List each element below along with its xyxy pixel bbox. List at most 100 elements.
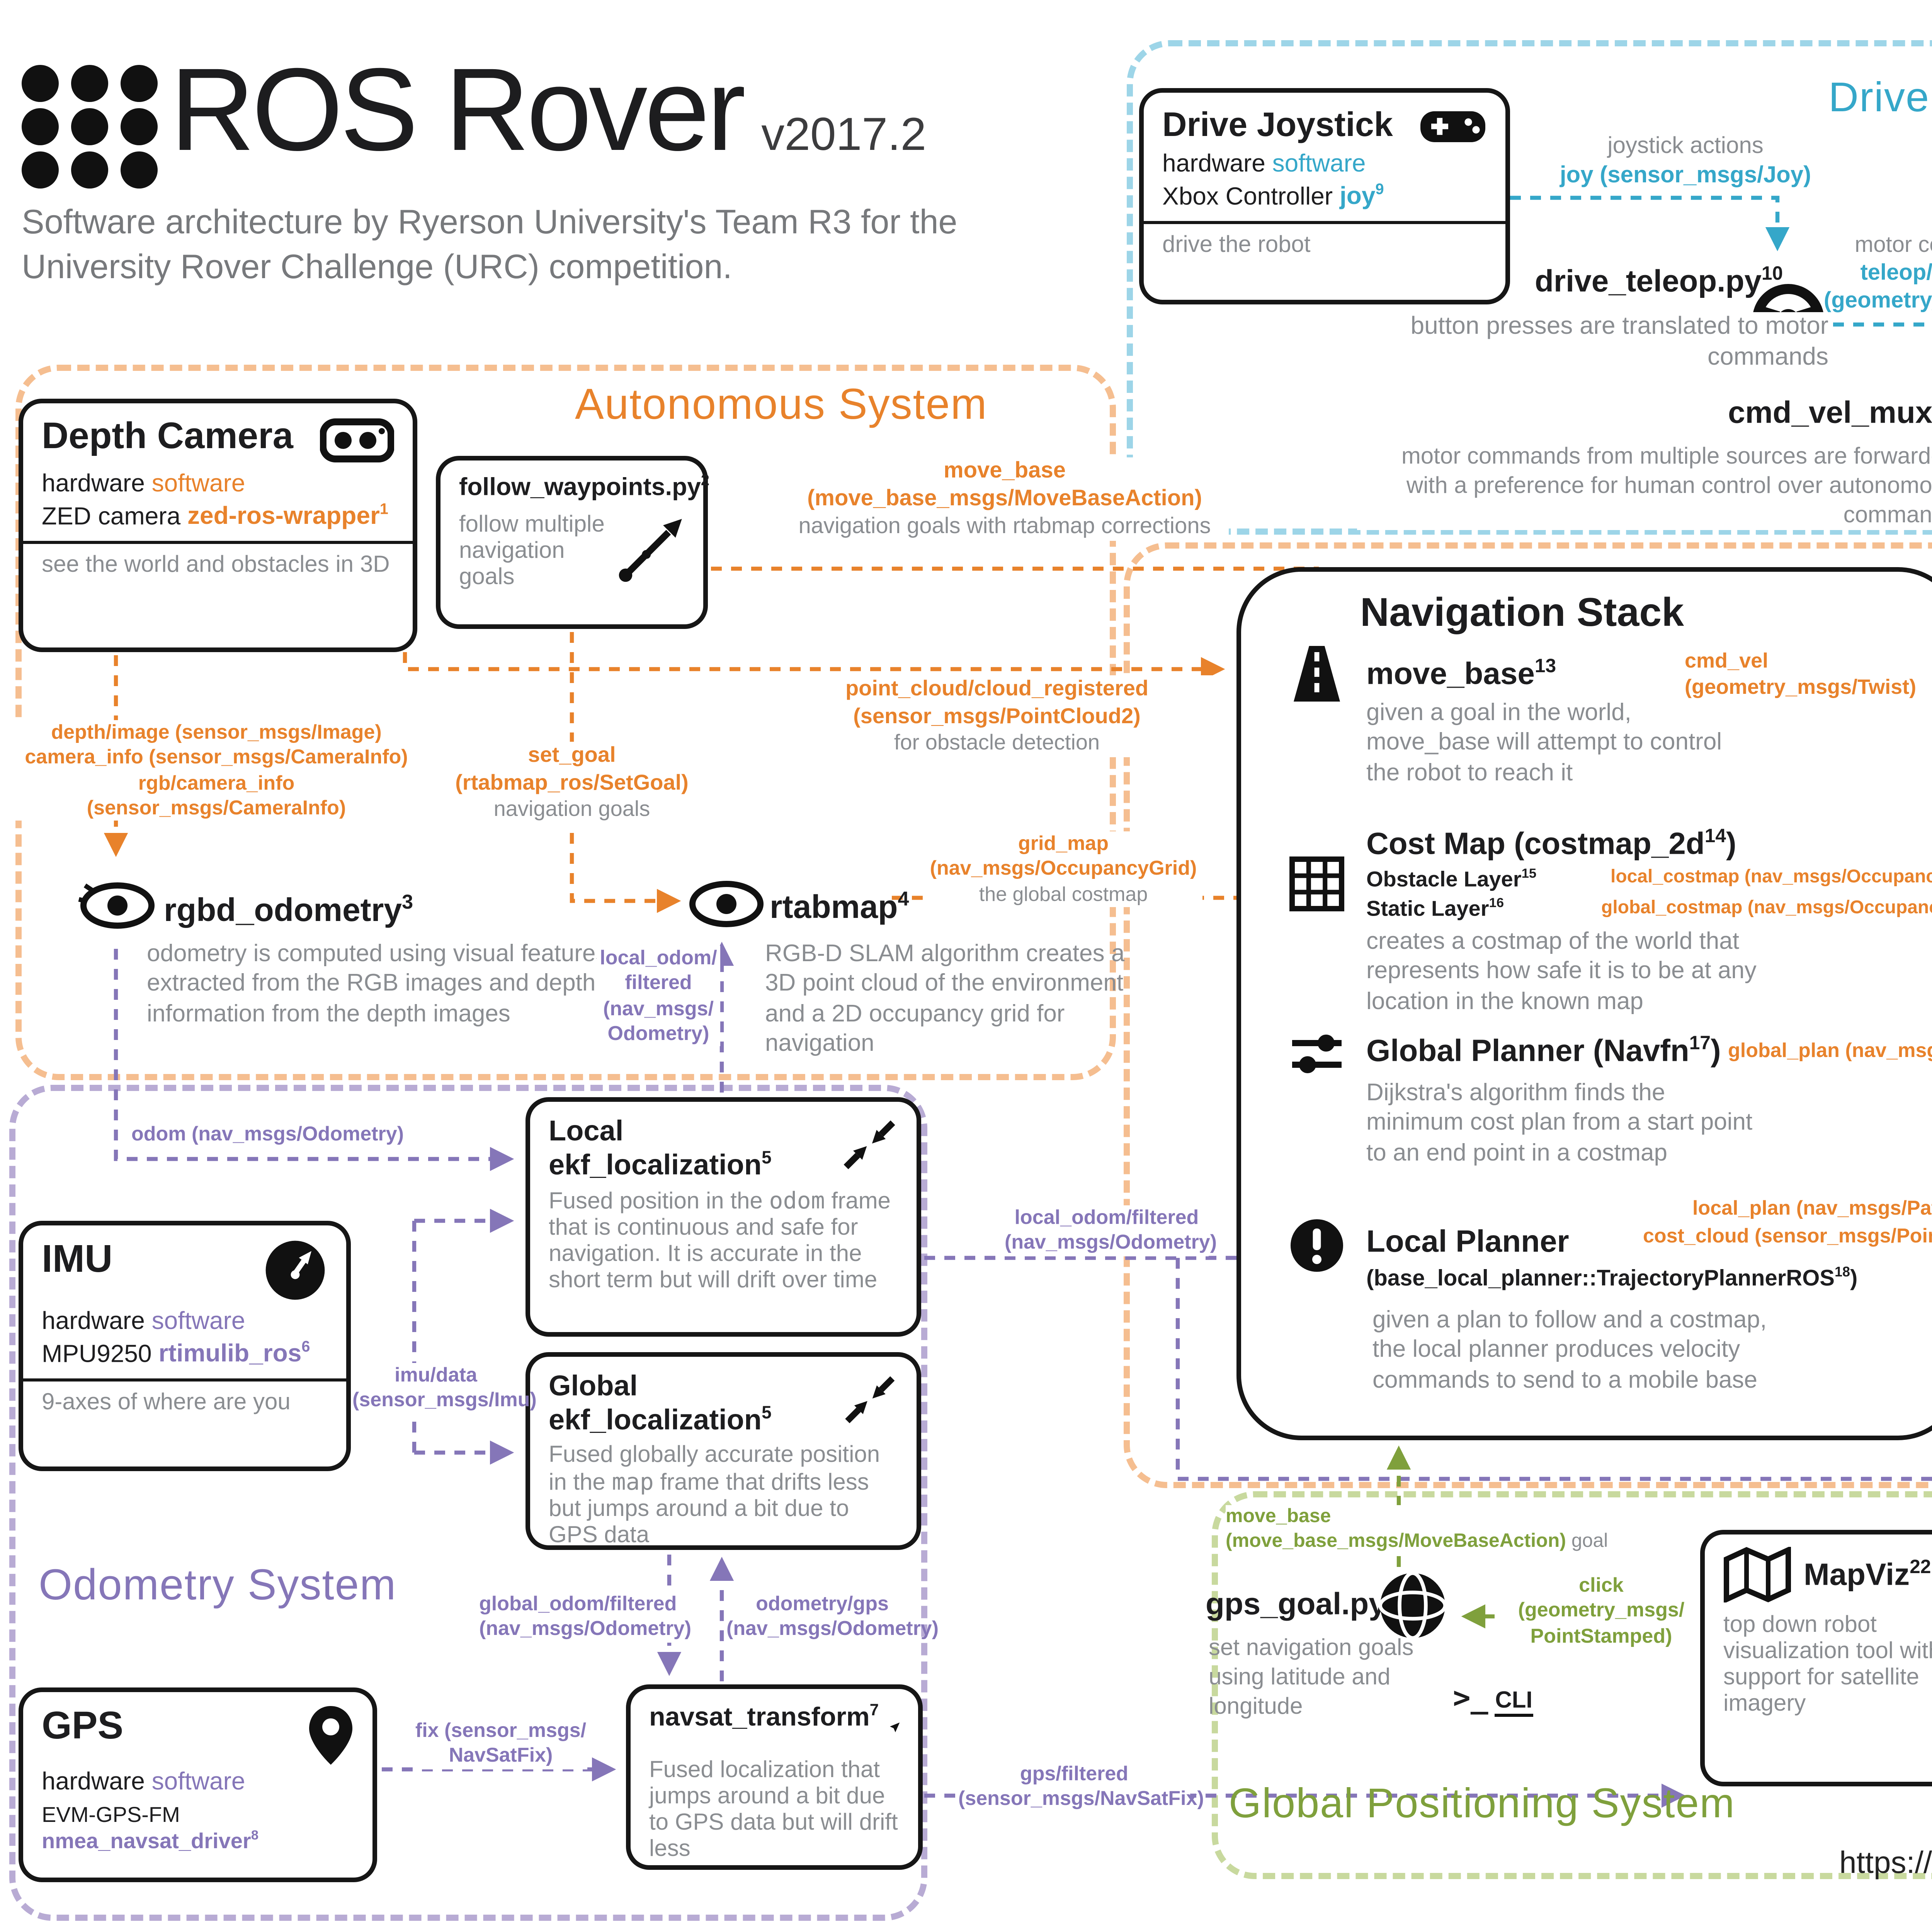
- arrow-pointcloud-to-movebase: [403, 652, 1225, 681]
- move-base-action-label: move_base (move_base_msgs/MoveBaseAction…: [781, 457, 1229, 542]
- grid-map-label: grid_map (nav_msgs/OccupancyGrid) the gl…: [924, 831, 1202, 907]
- local-odom-filtered-label: local_odom/filtered (nav_msgs/Odometry): [1005, 1205, 1217, 1256]
- ros-logo-icon: [22, 65, 158, 189]
- joy-topic: joy: [1339, 184, 1376, 211]
- hardware-name: EVM-GPS-FM: [42, 1802, 180, 1827]
- depth-topics-label: depth/image (sensor_msgs/Image) camera_i…: [15, 720, 417, 821]
- globe-icon: [1378, 1571, 1447, 1640]
- cmd-vel-mux-title: cmd_vel_mux.py11: [1728, 396, 1932, 431]
- odom-topic-label: odom (nav_msgs/Odometry): [131, 1122, 404, 1147]
- folded-map-icon: [1724, 1547, 1791, 1602]
- eye-icon: [78, 882, 155, 929]
- hardware-name: MPU9250: [42, 1342, 152, 1368]
- rtabmap-desc: RGB-D SLAM algorithm creates a 3D point …: [765, 941, 1125, 1057]
- gps-goal-desc: set navigation goals using latitude and …: [1209, 1635, 1414, 1719]
- drive-joystick-node: Drive Joystick hardware software Xbox Co…: [1139, 88, 1510, 304]
- local-plan-label: local_plan (nav_msgs/Path): [1692, 1196, 1932, 1221]
- waypoints-icon: [619, 519, 682, 583]
- autonomous-system-label: Autonomous System: [575, 380, 988, 428]
- hardware-label: hardware: [42, 1769, 145, 1796]
- map-pin-icon: [309, 1706, 352, 1765]
- local-planner-desc: given a plan to follow and a costmap, th…: [1372, 1307, 1767, 1393]
- cost-map-title: Cost Map (costmap_2d14): [1366, 825, 1736, 862]
- local-costmap-label: local_costmap (nav_msgs/OccupancyGrid): [1611, 865, 1932, 889]
- global-odom-filtered-label: global_odom/filtered (nav_msgs/Odometry): [479, 1592, 691, 1642]
- navigation-stack-title: Navigation Stack: [1360, 589, 1684, 635]
- global-ekf-desc: Fused globally accurate position in the: [549, 1442, 880, 1496]
- teleop-cmd-vel-label: motor commands teleop/cmd_vel (geometry_…: [1824, 232, 1932, 316]
- merge-arrows-icon: [845, 1376, 895, 1424]
- local-ekf-title: Local ekf_localization5: [549, 1114, 772, 1181]
- rgbd-odometry-title: rgbd_odometry3: [164, 890, 413, 929]
- merge-arrows-icon: [844, 1120, 895, 1169]
- arrow-waypoints-to-movebase: [711, 566, 1329, 635]
- mapviz-node: MapViz22 top down robot visualization to…: [1700, 1530, 1932, 1786]
- sliders-icon: [1292, 1035, 1342, 1073]
- follow-waypoints-title: follow_waypoints.py2: [459, 473, 709, 501]
- hardware-label: hardware: [1162, 151, 1265, 178]
- follow-waypoints-desc: follow multiple navigation goals: [459, 512, 605, 591]
- cli-icon: >_ CLI: [1453, 1681, 1533, 1718]
- navsat-transform-title: navsat_transform7: [649, 1701, 879, 1732]
- obstacle-layer-label: Obstacle Layer15: [1366, 865, 1537, 891]
- cost-cloud-label: cost_cloud (sensor_msgs/PointCloud2): [1643, 1224, 1932, 1249]
- imu-title: IMU: [42, 1238, 113, 1281]
- package-name: nmea_navsat_driver: [42, 1827, 251, 1852]
- local-ekf-desc: Fused position in the: [549, 1188, 769, 1215]
- click-topic-label: click (geometry_msgs/ PointStamped): [1502, 1573, 1700, 1648]
- static-layer-label: Static Layer16: [1366, 895, 1504, 921]
- arrow-odom-to-local-ekf: [114, 949, 514, 1171]
- page-title: ROS Rover: [170, 45, 746, 176]
- gps-title: GPS: [42, 1704, 124, 1748]
- arrow-joy: [1510, 195, 1790, 251]
- package-name: rtimulib_ros: [158, 1342, 302, 1368]
- global-planner-desc: Dijkstra's algorithm finds the minimum c…: [1366, 1080, 1753, 1166]
- imu-data-label: imu/data (sensor_msgs/Imu): [352, 1363, 537, 1413]
- region-global-positioning: [1212, 1491, 1932, 1879]
- move-base-goal-label: move_base (move_base_msgs/MoveBaseAction…: [1226, 1505, 1674, 1553]
- rtabmap-title: rtabmap4: [770, 887, 909, 926]
- depth-camera-title: Depth Camera: [42, 416, 293, 457]
- local-ekf-node: Local ekf_localization5 Fused position i…: [526, 1097, 921, 1337]
- arrow-setgoal-to-rtabmap: [570, 632, 681, 913]
- navsat-transform-node: navsat_transform7 Fused localization tha…: [626, 1684, 923, 1870]
- move-base-title: move_base13: [1366, 655, 1556, 692]
- move-base-desc: given a goal in the world, move_base wil…: [1366, 700, 1722, 786]
- follow-waypoints-node: follow_waypoints.py2 follow multiple nav…: [436, 456, 709, 629]
- cost-map-desc: creates a costmap of the world that repr…: [1366, 929, 1757, 1015]
- grid-icon: [1289, 856, 1344, 911]
- stereo-camera-icon: [320, 418, 394, 462]
- navigation-stack-box: [1236, 567, 1932, 1440]
- depth-camera-desc: see the world and obstacles in 3D: [23, 541, 413, 578]
- hardware-name: Xbox Controller: [1162, 184, 1333, 211]
- global-positioning-label: Global Positioning System: [1229, 1780, 1735, 1827]
- local-planner-title: Local Planner: [1366, 1225, 1569, 1259]
- global-plan-label: global_plan (nav_msgs/Path): [1728, 1038, 1932, 1064]
- local-odom-rtabmap-label: local_odom/ filtered (nav_msgs/ Odometry…: [597, 946, 720, 1046]
- region-odometry-system: [9, 1085, 927, 1921]
- drive-teleop-desc: button presses are translated to motor c…: [1396, 312, 1828, 374]
- global-costmap-label: global_costmap (nav_msgs/OccupancyGrid): [1601, 896, 1932, 919]
- cmd-vel-mux-desc: motor commands from multiple sources are…: [1357, 444, 1932, 530]
- imu-node: IMU hardware software MPU9250 rtimulib_r…: [19, 1221, 351, 1471]
- cmd-vel-label: cmd_vel (geometry_msgs/Twist): [1685, 649, 1932, 701]
- road-icon: [1294, 646, 1340, 702]
- global-ekf-node: Global ekf_localization5 Fused globally …: [526, 1352, 921, 1550]
- gps-node: GPS hardware software EVM-GPS-FM nmea_na…: [19, 1687, 377, 1882]
- mapviz-title: MapViz22: [1804, 1555, 1931, 1592]
- software-label: software: [151, 1769, 245, 1796]
- navsat-transform-desc: Fused localization that jumps around a b…: [649, 1757, 898, 1862]
- eye-icon: [689, 881, 764, 927]
- arrow-odometry-to-rviz: [1175, 1258, 1932, 1481]
- software-label: software: [151, 1309, 245, 1335]
- imu-gauge-icon: [265, 1240, 325, 1300]
- hardware-label: hardware: [42, 471, 145, 498]
- mapviz-desc: top down robot visualization tool with s…: [1723, 1612, 1932, 1717]
- drive-system-label: Drive System: [1828, 74, 1932, 121]
- drive-joystick-desc: drive the robot: [1144, 221, 1505, 258]
- software-label: software: [151, 471, 245, 498]
- footer-url: https://github.com/danielsnider/ros-rove…: [1839, 1847, 1932, 1881]
- exclamation-icon: [1291, 1219, 1343, 1272]
- send-arrow-icon: [889, 1722, 899, 1732]
